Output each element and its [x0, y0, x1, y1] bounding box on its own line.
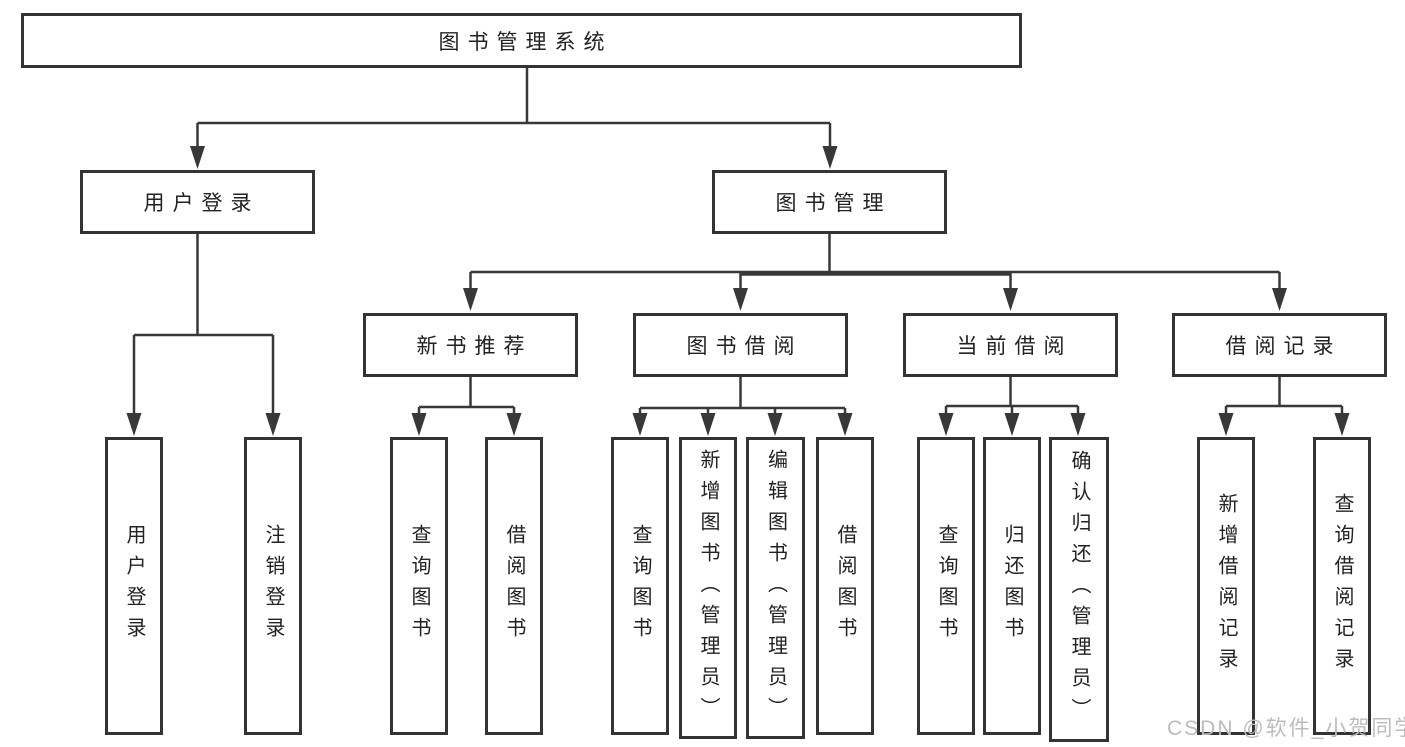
- leaf-records-add-record-label: 新增借阅记录: [1215, 493, 1237, 679]
- node-root-label: 图书管理系统: [438, 30, 613, 54]
- connector-root-to-level2: [190, 68, 838, 169]
- leaf-borrow-borrow-books: 借阅图书: [816, 437, 874, 735]
- node-root: 图书管理系统: [21, 13, 1022, 68]
- connector-borrow-records-to-leaves: [1218, 377, 1350, 436]
- leaf-current-query-books: 查询图书: [917, 437, 975, 735]
- leaf-borrow-edit-books-admin-label: 编辑图书（管理员）: [764, 448, 787, 728]
- node-book-management: 图书管理: [712, 170, 947, 234]
- leaf-recommend-borrow-books-label: 借阅图书: [503, 524, 525, 648]
- leaf-recommend-query-books: 查询图书: [390, 437, 448, 735]
- leaf-borrow-query-books: 查询图书: [611, 437, 669, 735]
- node-book-management-label: 图书管理: [775, 192, 892, 215]
- connector-new-book-to-leaves: [411, 377, 522, 436]
- leaf-records-add-record: 新增借阅记录: [1197, 437, 1255, 735]
- leaf-logout-action-label: 注销登录: [262, 524, 284, 648]
- csdn-watermark: CSDN @软件_小贺同学: [1167, 717, 1405, 740]
- leaf-current-query-books-label: 查询图书: [935, 524, 957, 648]
- node-user-login: 用户登录: [80, 170, 315, 234]
- node-book-borrow: 图书借阅: [633, 313, 848, 377]
- leaf-current-return-books-label: 归还图书: [1001, 524, 1023, 648]
- leaf-borrow-add-books-admin: 新增图书（管理员）: [679, 437, 737, 739]
- leaf-recommend-borrow-books: 借阅图书: [485, 437, 543, 735]
- leaf-current-return-books: 归还图书: [983, 437, 1041, 735]
- connector-user-login-to-leaves: [126, 234, 281, 436]
- node-current-borrow-label: 当前借阅: [956, 335, 1073, 358]
- leaf-borrow-query-books-label: 查询图书: [629, 524, 651, 648]
- leaf-current-confirm-return-admin-label: 确认归还（管理员）: [1068, 450, 1090, 729]
- node-user-login-label: 用户登录: [143, 192, 260, 215]
- node-borrow-records: 借阅记录: [1172, 313, 1387, 377]
- leaf-current-confirm-return-admin: 确认归还（管理员）: [1049, 437, 1109, 742]
- leaf-records-query-record-label: 查询借阅记录: [1331, 493, 1353, 679]
- node-current-borrow: 当前借阅: [903, 313, 1118, 377]
- connector-book-management-to-groups: [463, 234, 1287, 311]
- node-book-borrow-label: 图书借阅: [686, 335, 803, 358]
- node-borrow-records-label: 借阅记录: [1225, 335, 1342, 358]
- node-new-book-recommend: 新书推荐: [363, 313, 578, 377]
- leaf-logout-action: 注销登录: [244, 437, 302, 735]
- node-new-book-recommend-label: 新书推荐: [416, 335, 533, 358]
- leaf-records-query-record: 查询借阅记录: [1313, 437, 1371, 735]
- leaf-borrow-add-books-admin-label: 新增图书（管理员）: [697, 448, 719, 728]
- leaf-recommend-query-books-label: 查询图书: [408, 524, 430, 648]
- leaf-user-login-action-label: 用户登录: [123, 524, 145, 648]
- leaf-borrow-borrow-books-label: 借阅图书: [834, 524, 856, 648]
- connector-book-borrow-to-leaves: [632, 377, 853, 436]
- connector-current-borrow-to-leaves: [938, 377, 1086, 436]
- leaf-user-login-action: 用户登录: [105, 437, 163, 735]
- leaf-borrow-edit-books-admin: 编辑图书（管理员）: [746, 437, 805, 739]
